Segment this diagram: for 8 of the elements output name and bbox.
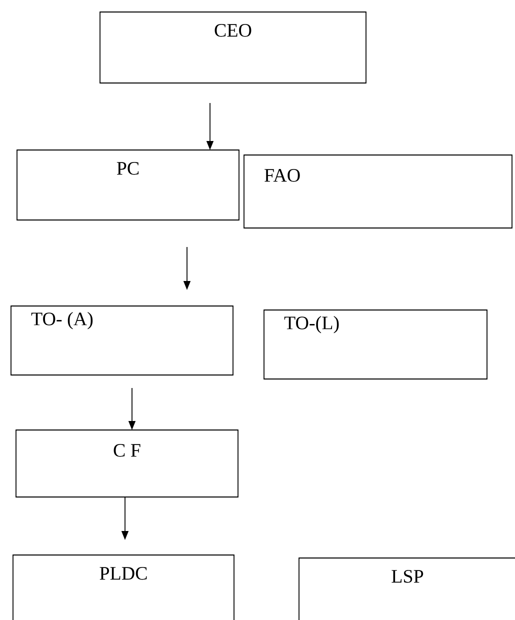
org-box: PC — [16, 150, 240, 220]
org-box: CEO — [100, 12, 366, 84]
org-box: LSP — [298, 558, 515, 620]
org-box: TO- (A) — [10, 306, 234, 376]
org-box: FAO — [244, 154, 512, 228]
org-box: TO-(L) — [264, 310, 488, 380]
org-box: C F — [16, 430, 238, 498]
org-box: PLDC — [12, 554, 234, 620]
